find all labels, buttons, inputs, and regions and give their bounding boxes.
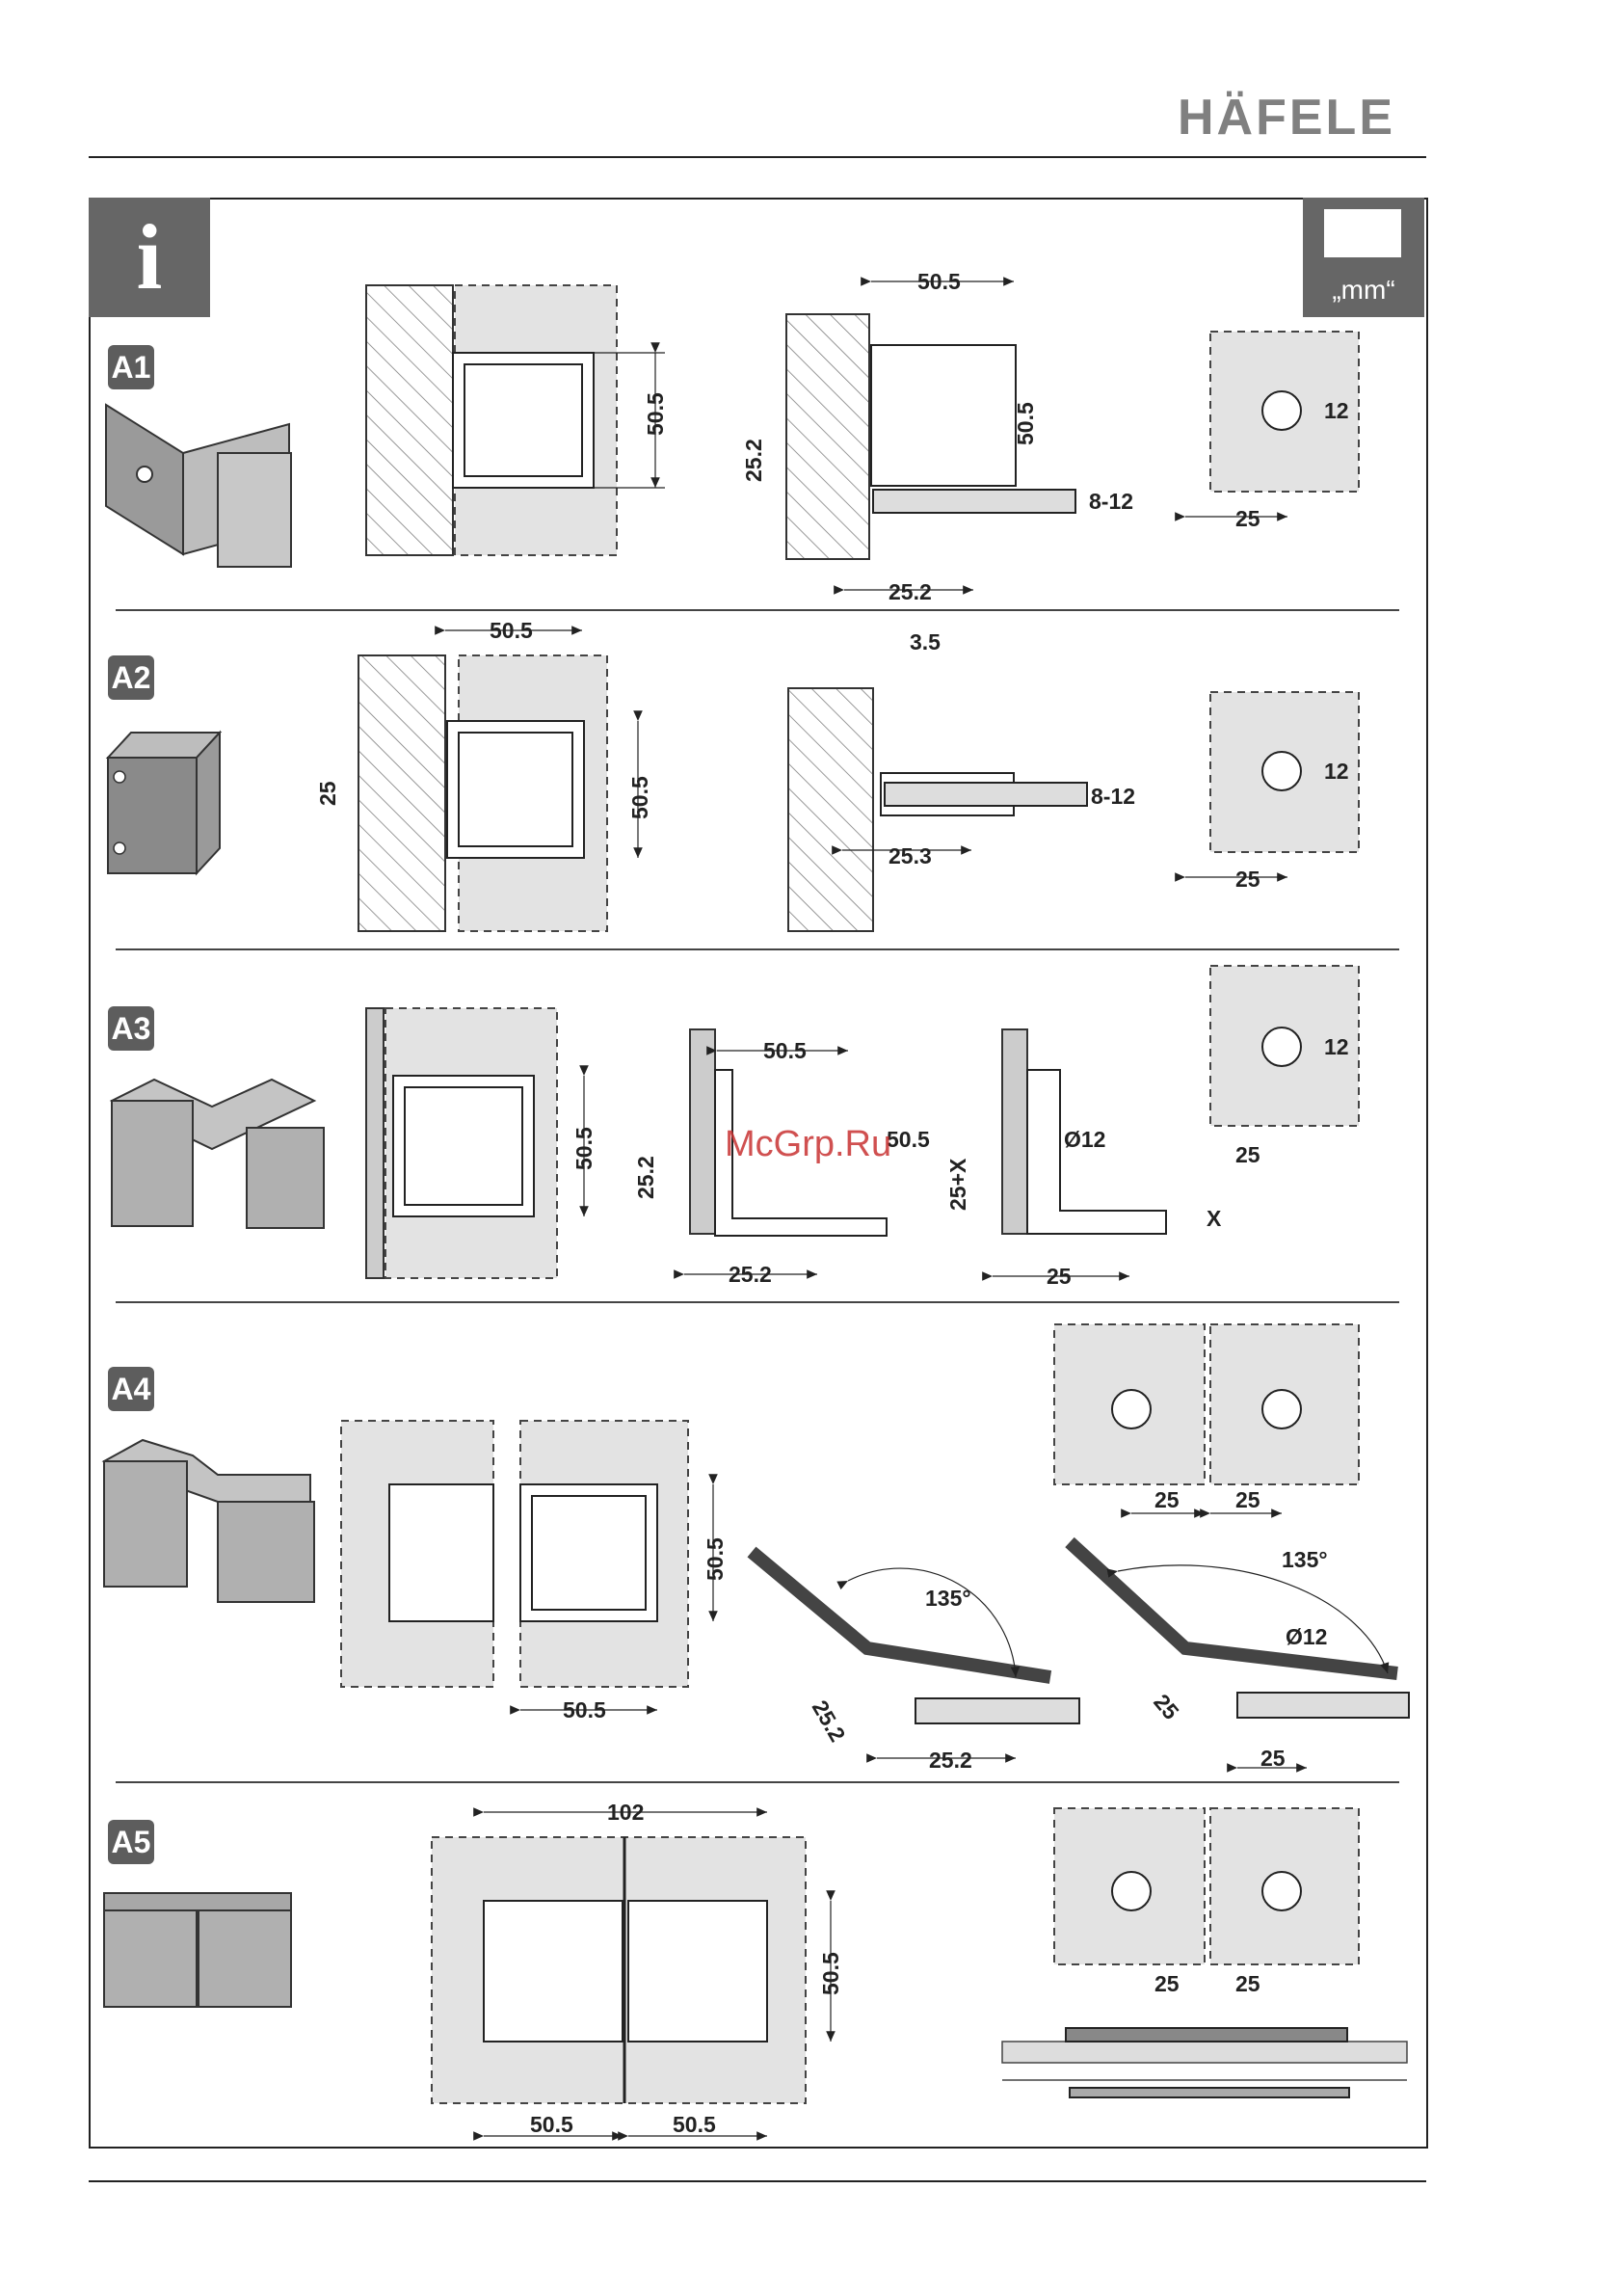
dimension-label: 25+X	[945, 1158, 970, 1211]
a5-product-image	[104, 1893, 291, 2007]
a3-product-image	[112, 1080, 324, 1228]
dimension-label: 135°	[925, 1586, 971, 1611]
dimension-label: 50.5	[887, 1127, 930, 1152]
a4-product-image	[104, 1440, 314, 1602]
a3-front-view: 50.5	[366, 1008, 597, 1278]
dimension-label: Ø12	[1286, 1624, 1327, 1649]
dimension-label: 50.5	[490, 618, 533, 643]
dimension-label: 12	[1324, 759, 1349, 784]
a3-side-view-2: Ø12 25+X X 25	[945, 1029, 1222, 1289]
dimension-label: 50.5	[1013, 402, 1038, 445]
a2-product-image	[108, 733, 220, 873]
dimension-label: 12	[1324, 1034, 1349, 1059]
a1-product-image	[106, 405, 291, 567]
dimension-label: 50.5	[627, 776, 652, 819]
a4-front-view: 50.5 50.5	[341, 1421, 728, 1722]
dimension-label: 50.5	[571, 1127, 597, 1170]
dimension-label: 25	[1047, 1264, 1072, 1289]
a4-angle-view-2: 135° Ø12 25 25	[1070, 1542, 1409, 1771]
dimension-label: 25.2	[929, 1748, 972, 1773]
dimension-label: 3.5	[910, 629, 941, 654]
dimension-label: 25	[1235, 867, 1260, 892]
dimension-label: 25	[1154, 1487, 1180, 1512]
dimension-label: 50.5	[763, 1038, 807, 1063]
dimension-label: 25.3	[889, 843, 932, 868]
a4-angle-view-1: 135° 25.2 25.2	[752, 1552, 1079, 1773]
a5-section-view	[1002, 2028, 1407, 2097]
a2-front-view: 50.5 25 50.5	[315, 618, 652, 931]
a4-glass-hole-view: 25 25	[1054, 1324, 1359, 1513]
dimension-label: 50.5	[703, 1537, 728, 1581]
a1-side-view: 50.5 25.2 50.5 8-12 25.2	[741, 269, 1133, 604]
dimension-label: 25	[1235, 1971, 1260, 1996]
dimension-label: 25.2	[808, 1696, 851, 1747]
dimension-label: 25.2	[633, 1156, 658, 1199]
a2-glass-hole-view: 12 25	[1185, 692, 1359, 892]
dimension-label: 50.5	[563, 1697, 606, 1722]
a1-front-view: 50.5	[366, 285, 668, 555]
dimension-label: 8-12	[1091, 784, 1135, 809]
dimension-label: 12	[1324, 398, 1349, 423]
dimension-label: 25.2	[729, 1262, 772, 1287]
watermark-text: McGrp.Ru	[725, 1124, 891, 1165]
dimension-label: 50.5	[818, 1952, 843, 1995]
dimension-label: 102	[607, 1800, 644, 1825]
a3-glass-hole-view: 12 25	[1210, 966, 1359, 1167]
dimension-label: 25	[1235, 506, 1260, 531]
a1-glass-hole-view: 12 25	[1185, 332, 1359, 531]
dimension-label: X	[1207, 1206, 1222, 1231]
dimension-label: 25	[315, 781, 340, 806]
dimension-label: 25	[1149, 1690, 1183, 1724]
dimension-label: 8-12	[1089, 489, 1133, 514]
dimension-label: Ø12	[1064, 1127, 1105, 1152]
dimension-label: 25	[1154, 1971, 1180, 1996]
dimension-label: 135°	[1282, 1547, 1328, 1572]
a5-front-view: 102 50.5 50.5 50.5	[432, 1800, 843, 2137]
dimension-label: 50.5	[673, 2112, 716, 2137]
dimension-label: 25	[1235, 1142, 1260, 1167]
dimension-label: 50.5	[643, 392, 668, 436]
dimension-label: 50.5	[530, 2112, 573, 2137]
a5-glass-hole-view: 25 25	[1054, 1808, 1359, 1996]
dimension-label: 25.2	[889, 579, 932, 604]
dimension-label: 25	[1235, 1487, 1260, 1512]
a2-side-view: 3.5 8-12 25.3	[788, 629, 1135, 931]
dimension-label: 25	[1260, 1746, 1286, 1771]
dimension-label: 50.5	[917, 269, 961, 294]
dimension-label: 25.2	[741, 439, 766, 482]
